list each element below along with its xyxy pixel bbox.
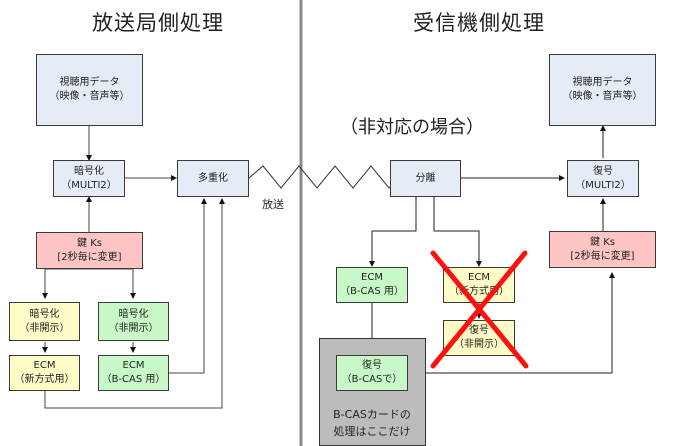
line-key-branch — [44, 268, 134, 284]
rx-av-data-line1: 視聴用データ — [572, 77, 633, 88]
rx-demux-label: 分離 — [415, 172, 436, 184]
bc-ecm-bcas-line2: （B-CAS 用） — [101, 374, 166, 385]
bc-key-line1: 鍵 Ks — [77, 237, 102, 249]
bc-encrypt-new-line1: 暗号化 — [29, 308, 60, 320]
rx-av-data-line2: （映像・音声等） — [562, 91, 643, 102]
rx-decrypt-new-line1: 復号 — [469, 325, 489, 336]
bc-ecm-bcas-line1: ECM — [122, 360, 145, 371]
rx-decrypt-bcas-line2: （B-CASで） — [341, 374, 403, 385]
unsupported-note: （非対応の場合） — [340, 117, 484, 138]
rx-decrypt-bcas-box: 復号 （B-CASで） — [336, 355, 408, 391]
rx-ecm-bcas-line1: ECM — [361, 272, 383, 283]
rx-demux-box: 分離 — [390, 160, 461, 197]
rx-decrypt-line2: （MULTI2） — [575, 179, 631, 191]
rx-ecm-new-line2: （新方式用） — [449, 286, 509, 297]
bc-av-data-box: 視聴用データ （映像・音声等） — [36, 54, 143, 126]
bc-multiplex-box: 多重化 — [177, 160, 249, 197]
broadcast-label: 放送 — [262, 198, 284, 211]
broadcast-zigzag — [248, 165, 398, 189]
bc-encrypt-multi2-box: 暗号化 （MULTI2） — [53, 160, 125, 197]
bc-ecm-new-box: ECM （新方式用） — [9, 355, 80, 391]
rx-ecm-bcas-line2: （B-CAS 用） — [340, 286, 404, 297]
bc-multiplex-label: 多重化 — [198, 172, 228, 184]
bc-av-data-line1: 視聴用データ — [59, 77, 120, 88]
arrow-ecmbcas-to-mux — [169, 198, 207, 374]
rx-ecm-new-box: ECM （新方式用） — [443, 267, 515, 303]
bcas-note: B-CASカードの 処理はここだけ — [320, 406, 424, 440]
bc-av-data-line2: （映像・音声等） — [49, 91, 130, 102]
arrow-demux-to-ecmbcas — [369, 197, 417, 267]
rx-key-line2: [2秒毎に変更] — [570, 250, 635, 262]
cross-stroke-2 — [430, 250, 528, 369]
bcas-note-line2: 処理はここだけ — [333, 425, 411, 438]
rx-ecm-new-line1: ECM — [468, 272, 490, 283]
bc-encrypt-bcas-box: 暗号化 （非開示） — [98, 302, 169, 341]
bc-encrypt-new-box: 暗号化 （非開示） — [9, 302, 80, 341]
bcas-note-line1: B-CASカードの — [333, 408, 411, 421]
arrow-ecmnew-to-mux — [44, 198, 225, 409]
bc-ecm-new-line1: ECM — [33, 360, 56, 371]
broadcaster-title: 放送局側処理 — [92, 11, 224, 35]
bc-ecm-new-line2: （新方式用） — [14, 374, 75, 385]
bc-ecm-bcas-box: ECM （B-CAS 用） — [98, 355, 169, 391]
rx-decrypt-line1: 復号 — [593, 165, 613, 177]
bc-encrypt-line2: （MULTI2） — [61, 179, 117, 191]
rx-decrypt-bcas-line1: 復号 — [362, 360, 382, 371]
bc-encrypt-line1: 暗号化 — [74, 165, 104, 177]
bc-encrypt-bcas-line1: 暗号化 — [118, 308, 149, 320]
rx-decrypt-multi2-box: 復号 （MULTI2） — [567, 160, 639, 197]
arrow-decryptbcas-to-key — [407, 272, 615, 374]
bc-encrypt-new-line2: （非開示） — [19, 322, 70, 334]
rx-key-line1: 鍵 Ks — [590, 236, 615, 248]
rx-key-ks-box: 鍵 Ks [2秒毎に変更] — [549, 231, 656, 268]
rx-av-data-box: 視聴用データ （映像・音声等） — [549, 54, 656, 126]
rx-ecm-bcas-box: ECM （B-CAS 用） — [336, 267, 408, 303]
receiver-title: 受信機側処理 — [413, 11, 545, 35]
bc-key-ks-box: 鍵 Ks [2秒毎に変更] — [36, 232, 143, 269]
bc-encrypt-bcas-line2: （非開示） — [108, 322, 159, 334]
bc-key-line2: [2秒毎に変更] — [57, 251, 122, 263]
rx-decrypt-new-line2: （非開示） — [454, 339, 504, 350]
arrow-demux-to-ecmnew — [433, 197, 482, 267]
